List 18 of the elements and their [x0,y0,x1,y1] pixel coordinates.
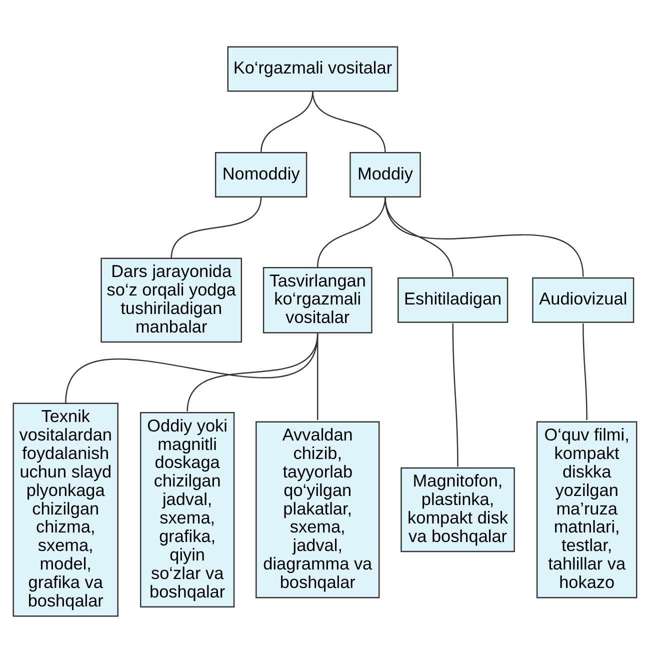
node-box: Ko‘rgazmali vositalar [227,46,398,92]
node-box: Dars jarayonida so‘z orqali yodga tushiriladigan manbalar [100,257,242,342]
connector [582,323,588,420]
connector [312,90,386,152]
node-box: Magnitofon, plastinka, kompakt disk va boshqalar [400,466,515,552]
connector [384,196,584,276]
node-box: Nomoddiy [214,152,308,197]
node-box: Tasvirlangan ko‘rgazmali vositalar [262,266,372,333]
node-box: O‘quv filmi, kompakt diskka yozilgan ma’ruza matnlari, testlar, tahlillar va hokazo [536,420,638,598]
node-box: Audiovizual [532,276,634,322]
node-box: Avvaldan chizib, tayyorlab qo‘yilgan plakatlar, sxema, jadval, diagramma va boshqalar [256,420,380,598]
node-box: Eshitiladigan [398,276,508,322]
node-box: Moddiy [350,152,421,197]
node-box: Oddiy yoki magnitli doskaga chizilgan jadval, sxema, grafika, qiyin so‘zlar va boshqalar [140,412,235,607]
connector [170,196,262,258]
connector [317,332,318,420]
node-box: Texnik vositalardan foydalanish uchun slayd plyonkaga chizilgan chizma, sxema, model, grafika va boshqalar [12,402,118,616]
connector [452,323,458,466]
